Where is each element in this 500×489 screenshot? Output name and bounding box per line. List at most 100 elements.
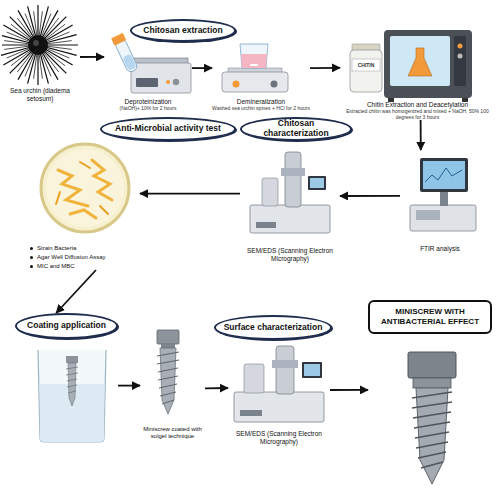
miniscrew	[408, 352, 456, 378]
coating-beaker	[38, 350, 106, 442]
bullet-text: MIC and MBC	[37, 263, 75, 270]
test-tube	[122, 54, 136, 71]
bullet-dot	[30, 265, 33, 268]
miniscrew	[408, 352, 456, 484]
sem-microscope	[310, 178, 324, 188]
section-title: Chitosan characterization	[248, 119, 344, 139]
sem-microscope	[308, 176, 326, 190]
step-label: MINISCREW WITH ANTIBACTERIAL EFFECT	[368, 300, 492, 334]
chitin-jar	[352, 59, 380, 71]
oven	[454, 36, 466, 86]
petri-dish	[41, 144, 129, 232]
chitin-jar	[350, 50, 382, 92]
miniscrew	[416, 388, 448, 484]
ftir-spectrometer	[425, 168, 462, 182]
process-step: FTIR analysis	[400, 150, 480, 252]
miniscrew	[413, 378, 451, 388]
step-label: Miniscrew coated with solgel technique	[140, 426, 205, 440]
coating-beaker	[66, 367, 78, 393]
flow-arrow	[192, 67, 212, 69]
bullet-text: Agar Well Diffusion Assay	[37, 254, 105, 261]
sem-microscope	[285, 152, 301, 207]
sem-microscope	[256, 222, 276, 228]
flow-arrow	[118, 385, 140, 387]
petri-dish	[41, 144, 129, 232]
ftir-spectrometer	[440, 192, 448, 206]
step-label: SEM/EDS (Scanning Electron Micrography)	[228, 430, 330, 445]
step-label: Demineralization	[237, 98, 285, 105]
oven	[384, 30, 472, 98]
ftir-spectrometer	[416, 210, 440, 220]
jar-label: CHITIN	[352, 62, 380, 68]
sem-microscope	[304, 364, 320, 376]
process-step: Deproteinization(NaOH)+ 10% for 2 hours	[104, 45, 192, 111]
test-tube	[111, 33, 139, 74]
section-oval: Chitosan characterization	[240, 117, 352, 141]
sem-microscope	[262, 178, 278, 206]
water-bath	[166, 80, 170, 84]
sem-microscope	[250, 152, 330, 233]
process-step: Sea urchin (diadema setosum)	[0, 2, 80, 102]
magnetic-stirrer	[271, 81, 278, 88]
coating-beaker	[66, 356, 78, 363]
magnetic-stirrer	[240, 44, 268, 68]
sem-microscope	[240, 410, 262, 416]
oven	[458, 44, 463, 49]
sea-urchin	[4, 11, 71, 78]
magnetic-stirrer	[233, 81, 240, 88]
magnetic-stirrer	[250, 64, 258, 66]
magnetic-stirrer	[222, 72, 288, 92]
flow-arrow	[310, 67, 340, 69]
oven	[390, 36, 450, 86]
petri-dish	[56, 162, 108, 214]
flow-arrow	[80, 56, 104, 58]
miniscrew	[157, 352, 179, 404]
section-oval: Surface characterization	[214, 315, 332, 340]
step-label: Coating application	[15, 313, 118, 339]
magnetic-stirrer	[241, 54, 267, 68]
process-step: DemineralizationWashed sea urchin spines…	[212, 45, 310, 111]
bullet-row: Agar Well Diffusion Assay	[30, 254, 105, 261]
flow-arrow	[56, 270, 96, 313]
step-label: Deproteinization	[125, 98, 172, 105]
ftir-spectrometer	[420, 158, 468, 192]
oven	[458, 54, 463, 59]
step-label: Extracted chitin was homogenized and mix…	[340, 108, 495, 120]
sem-microscope	[234, 346, 324, 422]
water-bath	[131, 63, 191, 93]
sem-microscope	[244, 364, 264, 393]
miniscrew	[157, 330, 179, 344]
coating-beaker	[38, 350, 106, 442]
result-box: MINISCREW WITH ANTIBACTERIAL EFFECT	[368, 300, 492, 485]
bullet-row: MIC and MBC	[30, 263, 75, 270]
flow-arrow	[140, 193, 240, 195]
sea-urchin	[28, 35, 48, 55]
petri-dish	[46, 149, 124, 227]
flow-arrow	[330, 389, 368, 391]
ftir-spectrometer	[423, 161, 465, 189]
section-oval: Chitosan extraction	[130, 19, 236, 42]
oven	[384, 30, 472, 102]
sea-urchin	[33, 40, 39, 46]
process-step: Miniscrew coated with solgel technique	[140, 325, 205, 440]
section-title: Chitosan extraction	[143, 26, 222, 36]
bullet-row: Strain Bacteria	[30, 245, 76, 252]
miniscrew	[412, 392, 452, 468]
process-step: Coating application	[15, 313, 118, 445]
step-label: (NaOH)+ 10% for 2 hours	[120, 105, 177, 111]
flow-arrow	[205, 387, 228, 389]
test-tube	[111, 33, 126, 46]
ftir-spectrometer	[410, 158, 476, 231]
miniscrew	[161, 344, 175, 348]
oven	[408, 48, 432, 76]
flow-arrow	[420, 120, 422, 150]
bullet-text: Strain Bacteria	[37, 245, 76, 252]
magnetic-stirrer	[222, 44, 288, 92]
sem-microscope	[250, 205, 330, 233]
sem-microscope	[234, 392, 324, 422]
step-label: Washed sea urchin spines + HCl for 2 hou…	[212, 105, 310, 111]
